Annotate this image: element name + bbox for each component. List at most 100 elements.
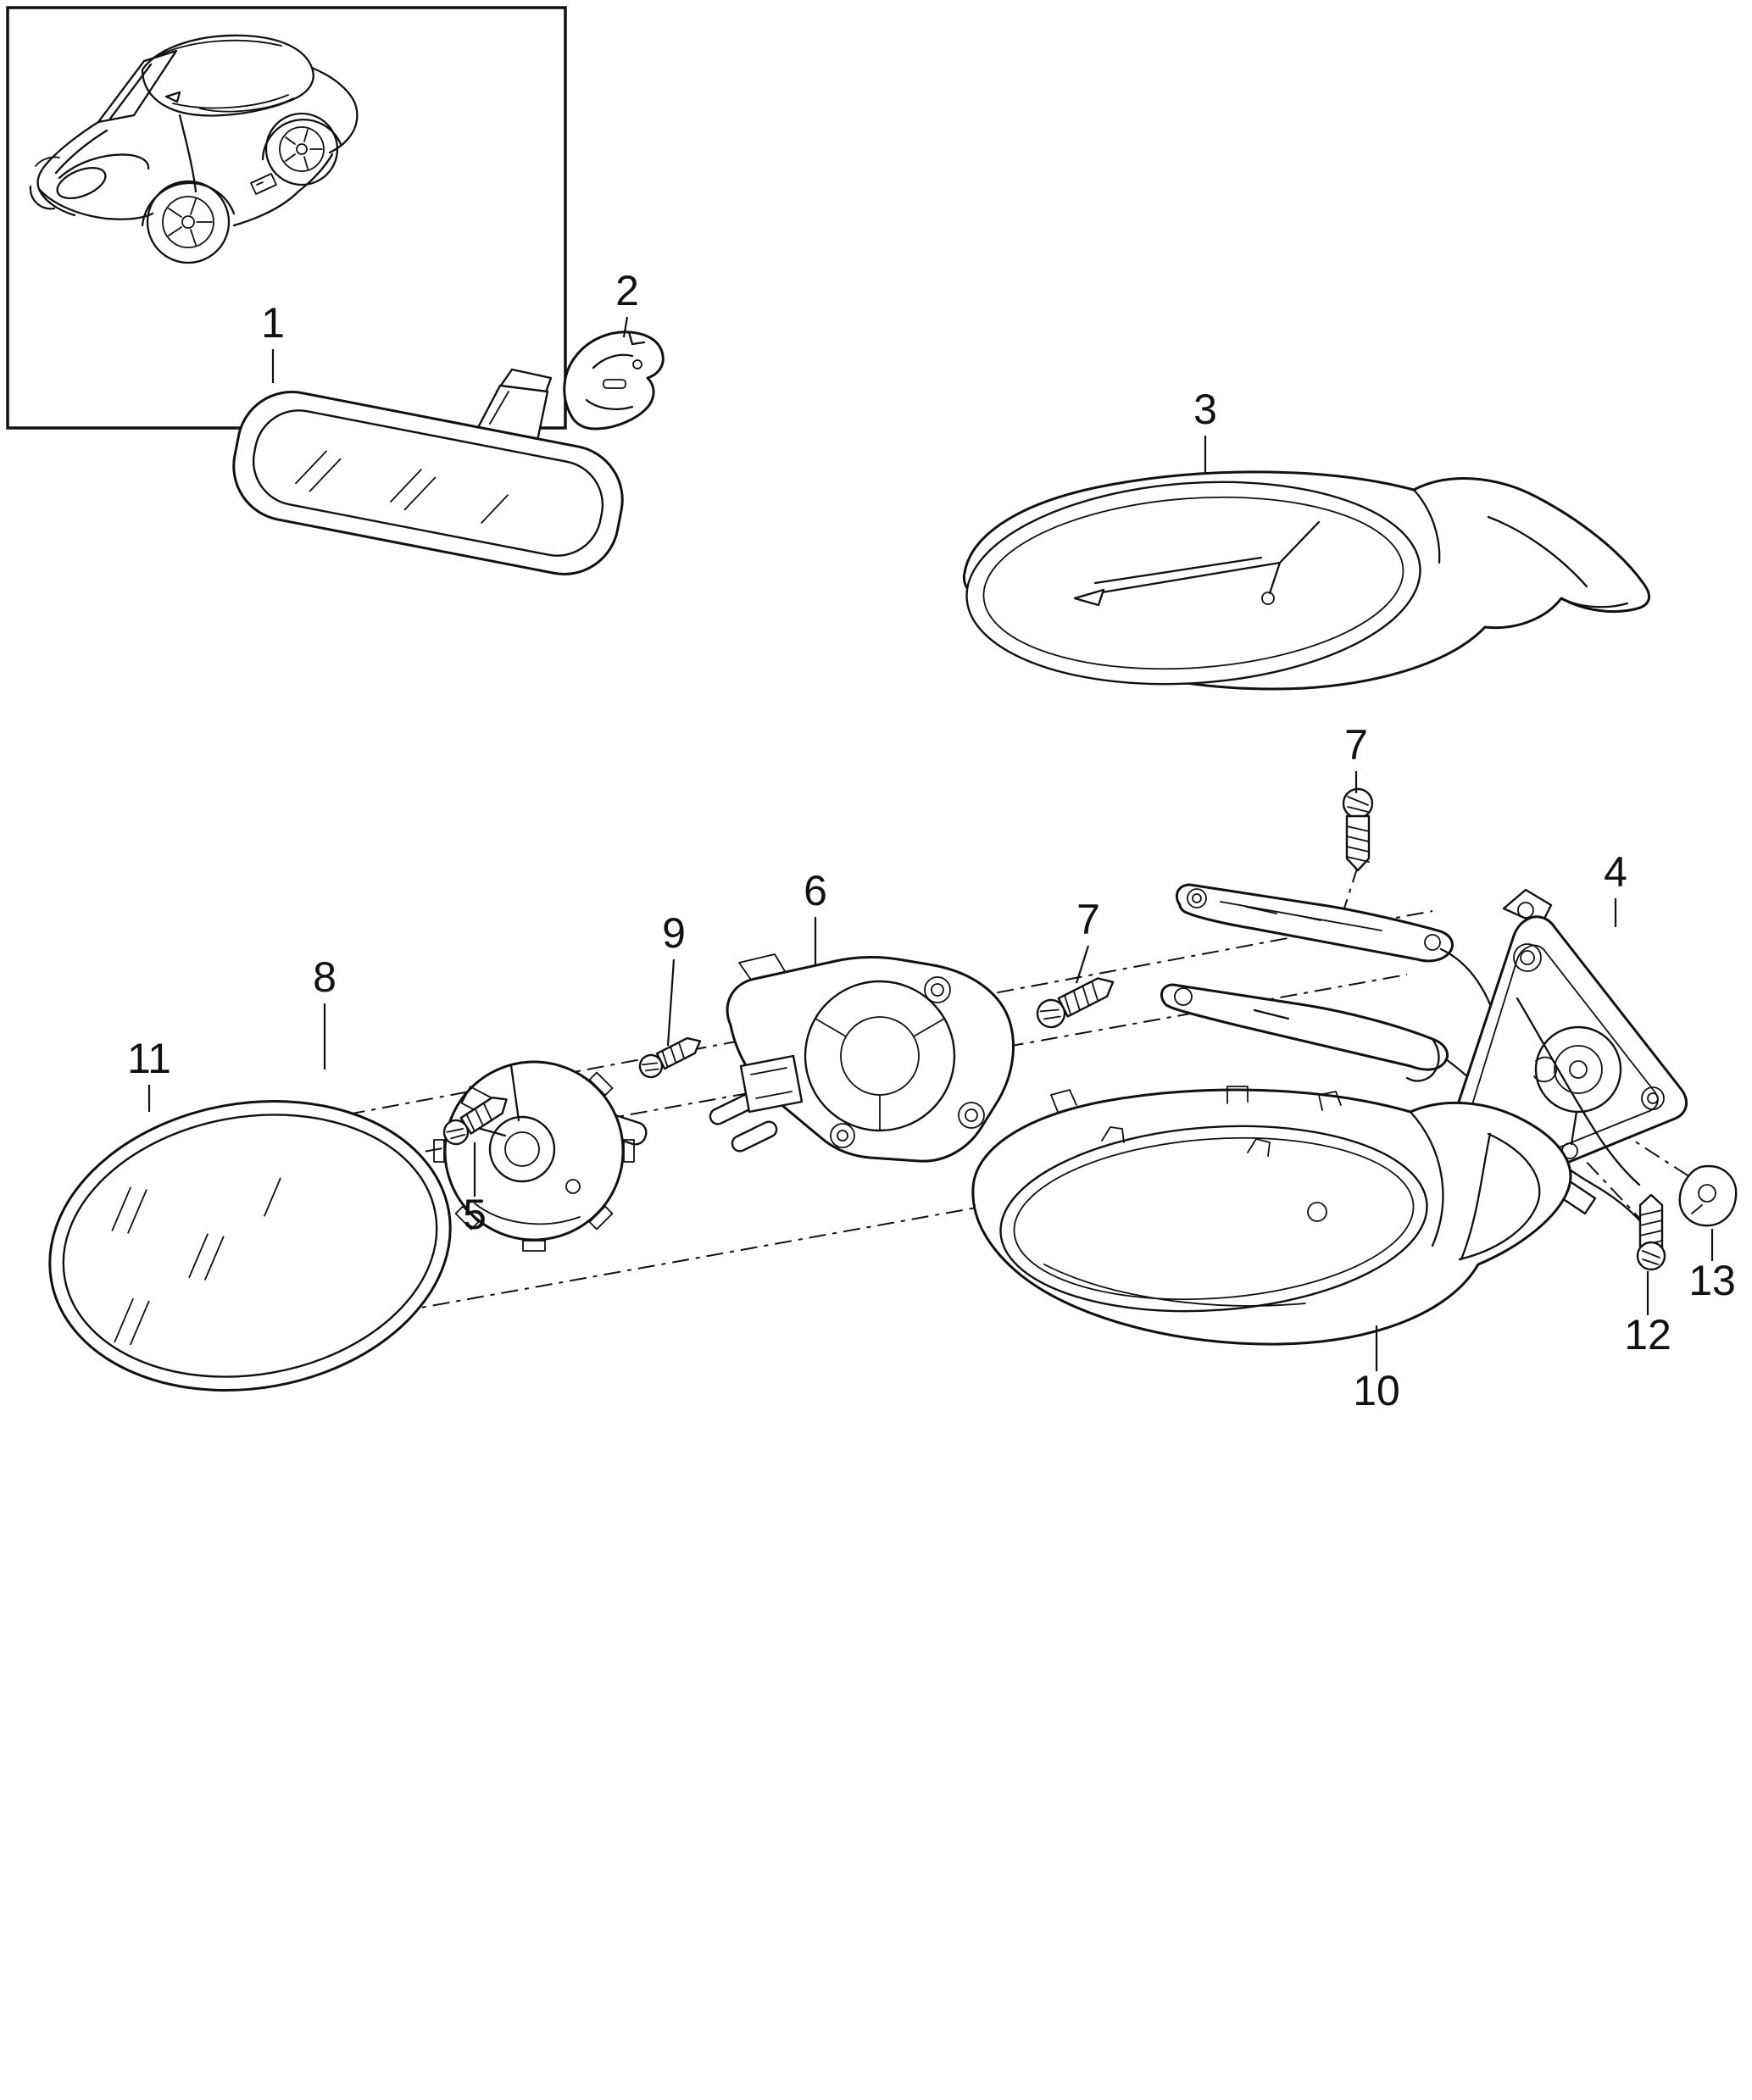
base-boss-outer <box>1534 1025 1622 1114</box>
callout-5: 5 <box>463 1191 487 1238</box>
mount-cover-hole <box>632 359 642 369</box>
callout-13: 13 <box>1688 1257 1736 1304</box>
car-front-wheel-rim <box>162 196 214 248</box>
callout-2: 2 <box>615 267 639 314</box>
lower-housing-rim-inner <box>1013 1136 1415 1301</box>
drive-connector-block <box>739 1054 804 1114</box>
upper-housing-pivot <box>1261 592 1275 605</box>
drive-boss-2-inner <box>965 1108 978 1122</box>
base-cable-loop <box>1533 1056 1557 1083</box>
car-rear-wheel-rim <box>279 126 325 172</box>
screw9-shaft <box>655 1036 702 1070</box>
screw7b-threads <box>1064 981 1099 1016</box>
car-hood-front <box>36 120 154 220</box>
screw12-head <box>1636 1241 1666 1271</box>
car-rear <box>297 66 359 193</box>
callout-9: 9 <box>662 909 686 957</box>
upper-housing-opening-rim <box>965 481 1421 686</box>
car-front-wheel-hub <box>181 215 195 229</box>
adapter-center-hole <box>504 1131 540 1167</box>
mount-cover-part-2 <box>563 331 665 431</box>
axis-line-screw7-top <box>1342 865 1359 914</box>
car-far-headlight <box>35 156 60 167</box>
drive-boss-2 <box>958 1102 985 1129</box>
drive-boss-1 <box>924 976 951 1003</box>
adapter-small-hole <box>565 1179 581 1194</box>
adapter-tab-6 <box>588 1071 614 1097</box>
screw7a-shaft <box>1345 814 1371 872</box>
callout-1: 1 <box>261 299 285 347</box>
callout-3: 3 <box>1193 386 1217 433</box>
drive-connector-lines <box>750 1067 793 1099</box>
base-apex-hole <box>1517 902 1534 919</box>
adapter-center-ring <box>488 1115 556 1183</box>
axis-line-lower <box>364 1203 1001 1319</box>
screw9-head-lines <box>642 1062 659 1072</box>
upper-housing-lever-tip <box>1073 588 1105 607</box>
upper-housing-mechanism <box>1085 520 1321 597</box>
drive-boss-3-inner <box>837 1130 848 1142</box>
drive-boss-3 <box>830 1123 855 1148</box>
callout-7-mid: 7 <box>1076 896 1100 943</box>
screw7a-head <box>1342 787 1374 819</box>
base-boss-inner <box>1554 1045 1603 1094</box>
mirror-stem-line <box>489 391 509 425</box>
base-boss-stem <box>1570 1110 1578 1146</box>
upper-housing-part-3 <box>962 470 1651 691</box>
mirror-glass-face <box>252 409 604 557</box>
bracket-arm-lower <box>1160 983 1449 1071</box>
callout-7-top: 7 <box>1344 721 1368 769</box>
axis-line-cap13 <box>1586 1109 1703 1186</box>
adapter-tab-2 <box>588 1205 614 1231</box>
callout-6: 6 <box>804 867 827 914</box>
callout-8: 8 <box>313 953 336 1001</box>
car-rear-wheel-tire <box>264 112 339 186</box>
upper-housing-arm-creases <box>1412 488 1629 608</box>
cap-hatch <box>1691 1204 1703 1214</box>
screw12-head-lines <box>1642 1250 1660 1265</box>
cap-hole <box>1698 1184 1716 1203</box>
car-side-lines <box>164 91 300 227</box>
lower-housing-bottom-line <box>1043 1264 1306 1307</box>
car-softtop <box>141 34 314 117</box>
callout-4: 4 <box>1604 848 1627 896</box>
screw-part-5 <box>442 1096 508 1146</box>
screw7a-threads <box>1346 825 1370 863</box>
screw-part-9 <box>638 1036 702 1079</box>
callouts: 1 2 3 7 4 6 7 9 8 11 5 10 12 13 <box>127 267 1736 1414</box>
screw-part-7-mid <box>1036 977 1115 1029</box>
base-boss-center <box>1569 1060 1588 1079</box>
car-inset-frame <box>6 6 567 430</box>
car-front-wheel-spokes <box>168 198 213 246</box>
bracket-arm-lower-hook <box>1253 1008 1440 1082</box>
callout-12: 12 <box>1624 1311 1671 1358</box>
lower-housing-part-10 <box>971 1086 1572 1346</box>
upper-housing-opening-inner <box>982 496 1404 670</box>
screw-part-7-top <box>1342 787 1374 872</box>
car-softtop-seams <box>157 39 294 113</box>
screw7a-head-lines <box>1347 796 1369 813</box>
lower-housing-hole <box>1307 1202 1327 1222</box>
screw5-head-lines <box>446 1128 466 1140</box>
drive-housing-step <box>738 953 786 981</box>
base-hole-top-inner <box>1520 950 1535 965</box>
mirror-reflection-marks <box>295 450 509 524</box>
car-far-wheel <box>29 185 56 210</box>
drive-housing-part-6 <box>709 953 1015 1163</box>
mount-cover-details <box>585 331 646 410</box>
adapter-arc-detail <box>474 1203 581 1225</box>
bracket-arm-upper <box>1176 883 1454 963</box>
lower-housing-scoop <box>1409 1110 1541 1261</box>
callout-11: 11 <box>127 1035 171 1082</box>
lower-housing-rim <box>999 1125 1428 1313</box>
glass-reflection-marks <box>111 1177 281 1346</box>
base-hole-right <box>1641 1086 1665 1110</box>
glass-face <box>62 1114 438 1378</box>
mount-cover-slot <box>603 379 626 389</box>
mirror-bracket-arms <box>1160 883 1644 1225</box>
car-headlight <box>56 166 107 200</box>
car-front-wheel-tire <box>146 180 231 264</box>
bracket-arm-upper-hole <box>1187 888 1207 908</box>
